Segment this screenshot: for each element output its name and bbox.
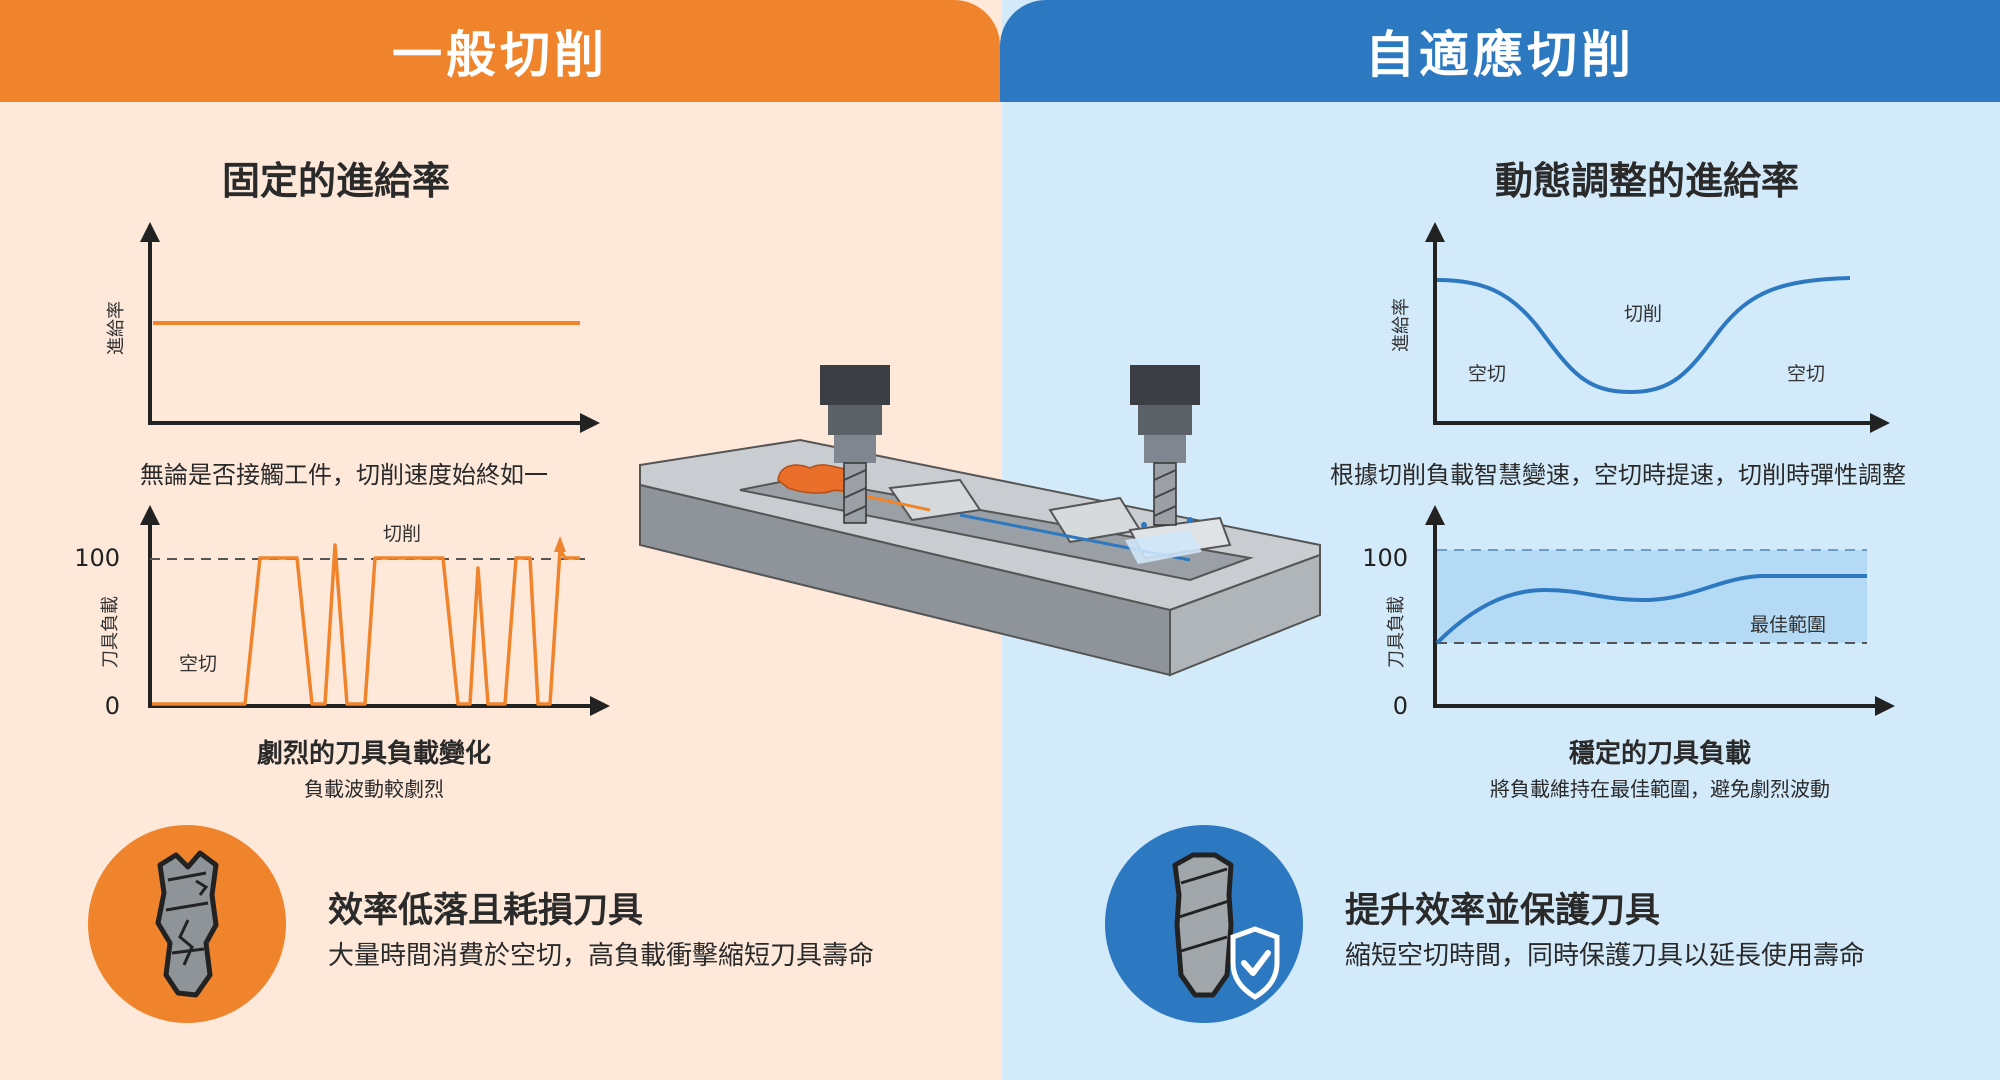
left-result-title: 效率低落且耗損刀具 — [328, 891, 644, 931]
left-feed-graph: 進給率 — [106, 222, 600, 433]
label-air-cut: 空切 — [179, 653, 217, 675]
left-feed-caption: 無論是否接觸工件，切削速度始終如一 — [140, 461, 548, 489]
label-cutting: 切削 — [383, 523, 421, 545]
right-feed-graph: 進給率 切削 空切 空切 — [1391, 222, 1890, 433]
feed-axis-label: 進給率 — [106, 301, 127, 355]
label-air-cut-right: 空切 — [1787, 363, 1825, 385]
tick-0: 0 — [105, 692, 120, 720]
tick-0: 0 — [1393, 692, 1408, 720]
label-cutting: 切削 — [1624, 303, 1662, 325]
right-feed-title: 動態調整的進給率 — [1495, 159, 1800, 203]
shield-tool-icon — [1172, 852, 1280, 1000]
left-banner-title: 一般切削 — [0, 0, 1000, 102]
fluctuating-load-line — [152, 543, 580, 706]
left-result-badge — [88, 825, 286, 1023]
load-axis-label: 刀具負載 — [1386, 596, 1407, 668]
y-axis-arrow-icon — [1425, 505, 1445, 525]
x-axis-arrow-icon — [590, 696, 610, 716]
peak-arrow-icon — [554, 536, 566, 552]
adaptive-feed-curve — [1436, 276, 1851, 395]
right-result-desc: 縮短空切時間，同時保護刀具以延長使用壽命 — [1345, 941, 1866, 971]
right-banner-title: 自適應切削 — [1000, 0, 2000, 102]
left-result-desc: 大量時間消費於空切，高負載衝擊縮短刀具壽命 — [328, 941, 875, 971]
right-load-title: 穩定的刀具負載 — [1568, 739, 1752, 769]
left-load-graph: 100 0 刀具負載 切削 空切 — [74, 505, 610, 720]
feed-axis-label: 進給率 — [1391, 298, 1412, 352]
y-axis-arrow-icon — [1425, 222, 1445, 242]
label-air-cut-left: 空切 — [1468, 363, 1506, 385]
right-result-title: 提升效率並保護刀具 — [1345, 891, 1661, 931]
x-axis-arrow-icon — [1870, 413, 1890, 433]
x-axis-arrow-icon — [1875, 696, 1895, 716]
right-result-badge — [1105, 825, 1303, 1023]
left-load-title: 劇烈的刀具負載變化 — [256, 739, 492, 769]
right-load-graph: 100 0 刀具負載 最佳範圍 — [1362, 505, 1895, 720]
tick-100: 100 — [1362, 544, 1408, 572]
y-axis-arrow-icon — [140, 505, 160, 525]
tick-100: 100 — [74, 544, 120, 572]
y-axis-arrow-icon — [140, 222, 160, 242]
left-feed-title: 固定的進給率 — [222, 159, 451, 203]
stable-load-curve — [1435, 574, 1867, 645]
x-axis-arrow-icon — [580, 413, 600, 433]
label-optimal-range: 最佳範圍 — [1750, 614, 1826, 636]
load-axis-label: 刀具負載 — [100, 596, 121, 668]
left-load-subtitle: 負載波動較劇烈 — [304, 777, 444, 801]
broken-tool-icon — [155, 850, 219, 998]
right-feed-caption: 根據切削負載智慧變速，空切時提速，切削時彈性調整 — [1330, 461, 1906, 489]
right-load-subtitle: 將負載維持在最佳範圍，避免劇烈波動 — [1490, 777, 1830, 801]
milling-machine-icon — [639, 365, 1321, 677]
